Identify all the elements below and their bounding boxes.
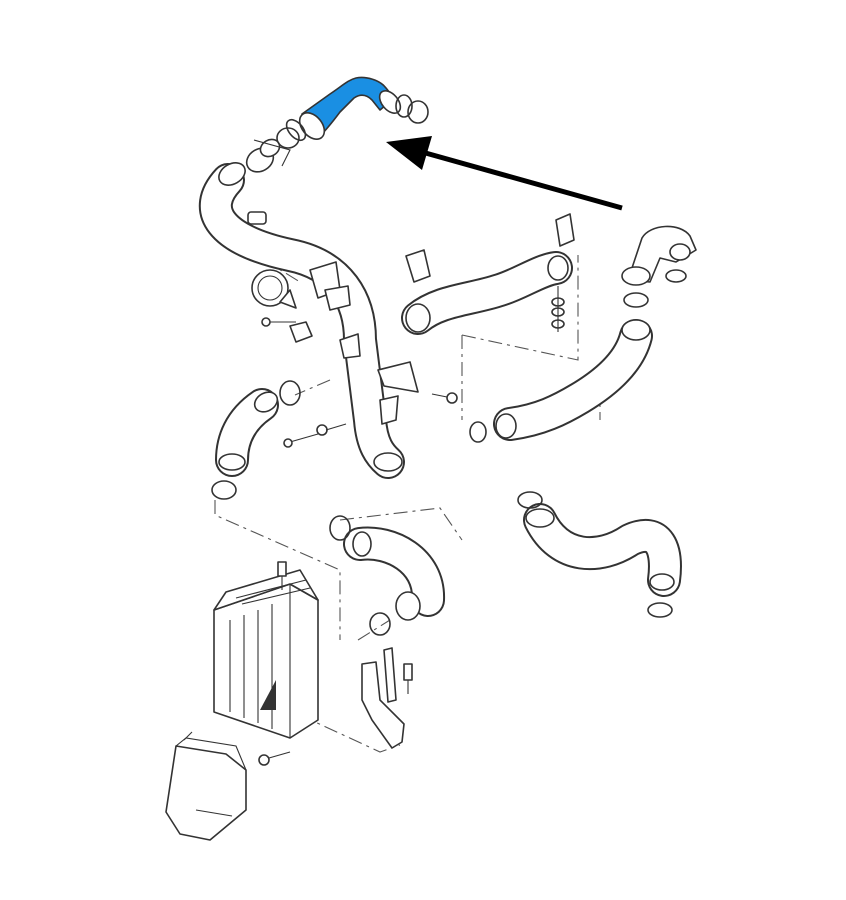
o-ring-elbow-right[interactable] (665, 269, 687, 283)
o-ring-hose-right[interactable] (395, 94, 413, 118)
o-ring-separate-hose-bottom[interactable] (647, 602, 673, 618)
right-main-hose[interactable] (401, 251, 573, 335)
small-hose-left[interactable] (215, 388, 281, 477)
air-duct[interactable] (165, 731, 247, 841)
intercooler-fins (229, 579, 311, 729)
separate-hose[interactable] (523, 503, 682, 597)
o-ring-small-hose-bottom[interactable] (211, 480, 237, 500)
clamp-ring-hose-right[interactable] (407, 100, 429, 124)
intercooler-hatch (260, 680, 276, 710)
stud-stack[interactable] (551, 286, 565, 332)
long-right-hose[interactable] (493, 319, 653, 441)
o-ring-lower-hose-bottom[interactable] (369, 612, 391, 636)
bolt-right-mid[interactable] (431, 392, 458, 404)
elbow-connector[interactable] (621, 225, 697, 286)
charge-air-hose[interactable] (295, 76, 405, 143)
o-ring-hose-left[interactable] (283, 116, 309, 143)
sensor-bracket[interactable] (289, 321, 313, 343)
bolt-intercooler-top[interactable] (277, 561, 287, 590)
pipe-brackets[interactable] (309, 261, 419, 425)
intercooler[interactable] (213, 569, 319, 739)
o-ring-long-hose-end[interactable] (469, 421, 487, 443)
pipe-bracket (247, 211, 267, 225)
o-ring-separate-hose-top[interactable] (517, 491, 543, 509)
o-ring-elbow-bottom[interactable] (623, 292, 649, 308)
pointer-arrow (386, 136, 623, 211)
mounting-bracket[interactable] (361, 647, 413, 749)
bolt-center[interactable] (283, 423, 347, 448)
clamp-and-gasket-top-right[interactable] (405, 213, 575, 283)
o-ring-lower-hose-top[interactable] (329, 515, 351, 541)
bolt-left-1[interactable] (261, 317, 296, 327)
o-ring-small-hose-top[interactable] (279, 380, 301, 406)
o-ring-top[interactable] (276, 127, 300, 149)
hose-clamp-mid[interactable] (251, 269, 297, 309)
pipe-clamp-top[interactable] (242, 136, 291, 176)
lower-center-hose[interactable] (343, 526, 445, 621)
bolt-intercooler-bottom[interactable] (258, 751, 291, 766)
